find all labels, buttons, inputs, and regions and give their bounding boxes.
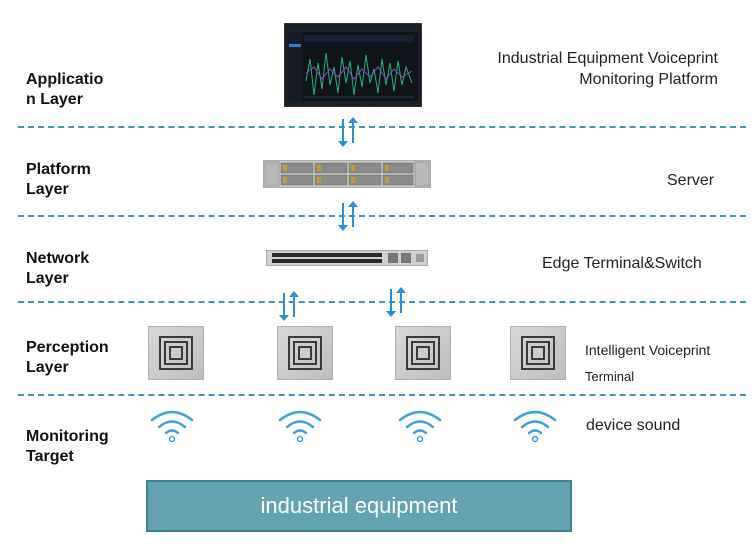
voiceprint-terminal-icon [148, 326, 204, 380]
bidirectional-arrow-icon [338, 117, 358, 147]
layer-label-platform: Platform Layer [26, 161, 91, 198]
monitor-dashboard-icon [283, 22, 423, 108]
platform-layer-description: Server [667, 172, 715, 189]
bidirectional-arrow-icon [386, 287, 406, 317]
layer-divider [18, 126, 746, 128]
voiceprint-terminal-icon [510, 326, 566, 380]
layer-divider [18, 301, 746, 303]
application-layer-description: Industrial Equipment Voiceprint Monitori… [497, 50, 718, 88]
layer-label-monitoring-target: Monitoring Target [26, 428, 109, 465]
layer-divider [18, 215, 746, 217]
sound-wave-icon [513, 410, 557, 443]
industrial-equipment-label: industrial equipment [260, 493, 458, 518]
bidirectional-arrow-icon [279, 291, 299, 321]
perception-layer-description-line1: Intelligent Voiceprint [585, 342, 711, 358]
network-switch-icon [265, 249, 429, 267]
sound-wave-icon [150, 410, 194, 443]
target-layer-description: device sound [586, 417, 681, 434]
voiceprint-terminal-icon [395, 326, 451, 380]
voiceprint-terminal-icon [277, 326, 333, 380]
layer-label-application: Applicatio n Layer [26, 71, 104, 108]
bidirectional-arrow-icon [338, 201, 358, 231]
server-rack-icon [262, 159, 432, 189]
industrial-equipment-box: industrial equipment [146, 480, 572, 532]
perception-layer-description-line2: Terminal [585, 369, 635, 384]
network-layer-description: Edge Terminal&Switch [542, 255, 702, 272]
layer-label-perception: Perception Layer [26, 339, 109, 376]
layer-label-network: Network Layer [26, 250, 90, 287]
sound-wave-icon [278, 410, 322, 443]
layer-divider [18, 394, 746, 396]
sound-wave-icon [398, 410, 442, 443]
